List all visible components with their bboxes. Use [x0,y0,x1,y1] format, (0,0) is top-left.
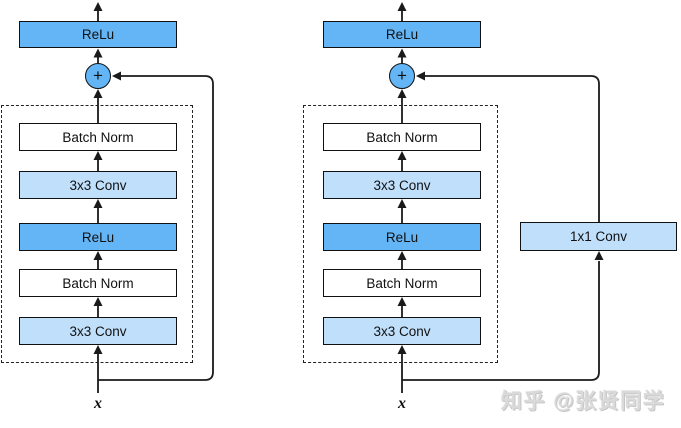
right-conv-2-box: 3x3 Conv [323,171,481,199]
right-conv-1-box: 3x3 Conv [323,317,481,345]
right-batch-norm-2-label: Batch Norm [366,129,438,145]
right-add-symbol: + [397,66,407,85]
right-batch-norm-1-box: Batch Norm [323,269,481,297]
left-add-symbol: + [93,66,103,85]
left-inner-relu-box: ReLu [19,223,177,251]
left-block-boundary [1,105,193,363]
right-shortcut-conv-box: 1x1 Conv [520,222,677,251]
right-batch-norm-2-box: Batch Norm [323,123,481,151]
left-add-node: + [85,63,111,89]
left-batch-norm-2-box: Batch Norm [19,123,177,151]
right-add-node: + [389,63,415,89]
left-inner-relu-label: ReLu [81,229,115,245]
right-inner-relu-box: ReLu [323,223,481,251]
left-conv-2-box: 3x3 Conv [19,171,177,199]
left-batch-norm-2-label: Batch Norm [62,129,134,145]
right-batch-norm-1-label: Batch Norm [366,275,438,291]
left-batch-norm-1-label: Batch Norm [62,275,134,291]
right-input-label: x [398,395,406,412]
left-conv-2-label: 3x3 Conv [69,177,127,193]
left-output-relu-label: ReLu [81,27,115,42]
left-input-label: x [94,395,102,412]
right-shortcut-conv-label: 1x1 Conv [569,229,628,244]
right-output-relu-label: ReLu [385,27,419,42]
right-output-relu-box: ReLu [323,21,481,48]
left-batch-norm-1-box: Batch Norm [19,269,177,297]
left-conv-1-label: 3x3 Conv [69,323,127,339]
right-conv-2-label: 3x3 Conv [373,177,431,193]
right-conv-1-label: 3x3 Conv [373,323,431,339]
right-block-boundary [303,105,498,363]
left-conv-1-box: 3x3 Conv [19,317,177,345]
left-output-relu-box: ReLu [19,21,177,48]
watermark-text: 知乎 @张贤同学 [501,390,666,413]
right-inner-relu-label: ReLu [385,229,419,245]
